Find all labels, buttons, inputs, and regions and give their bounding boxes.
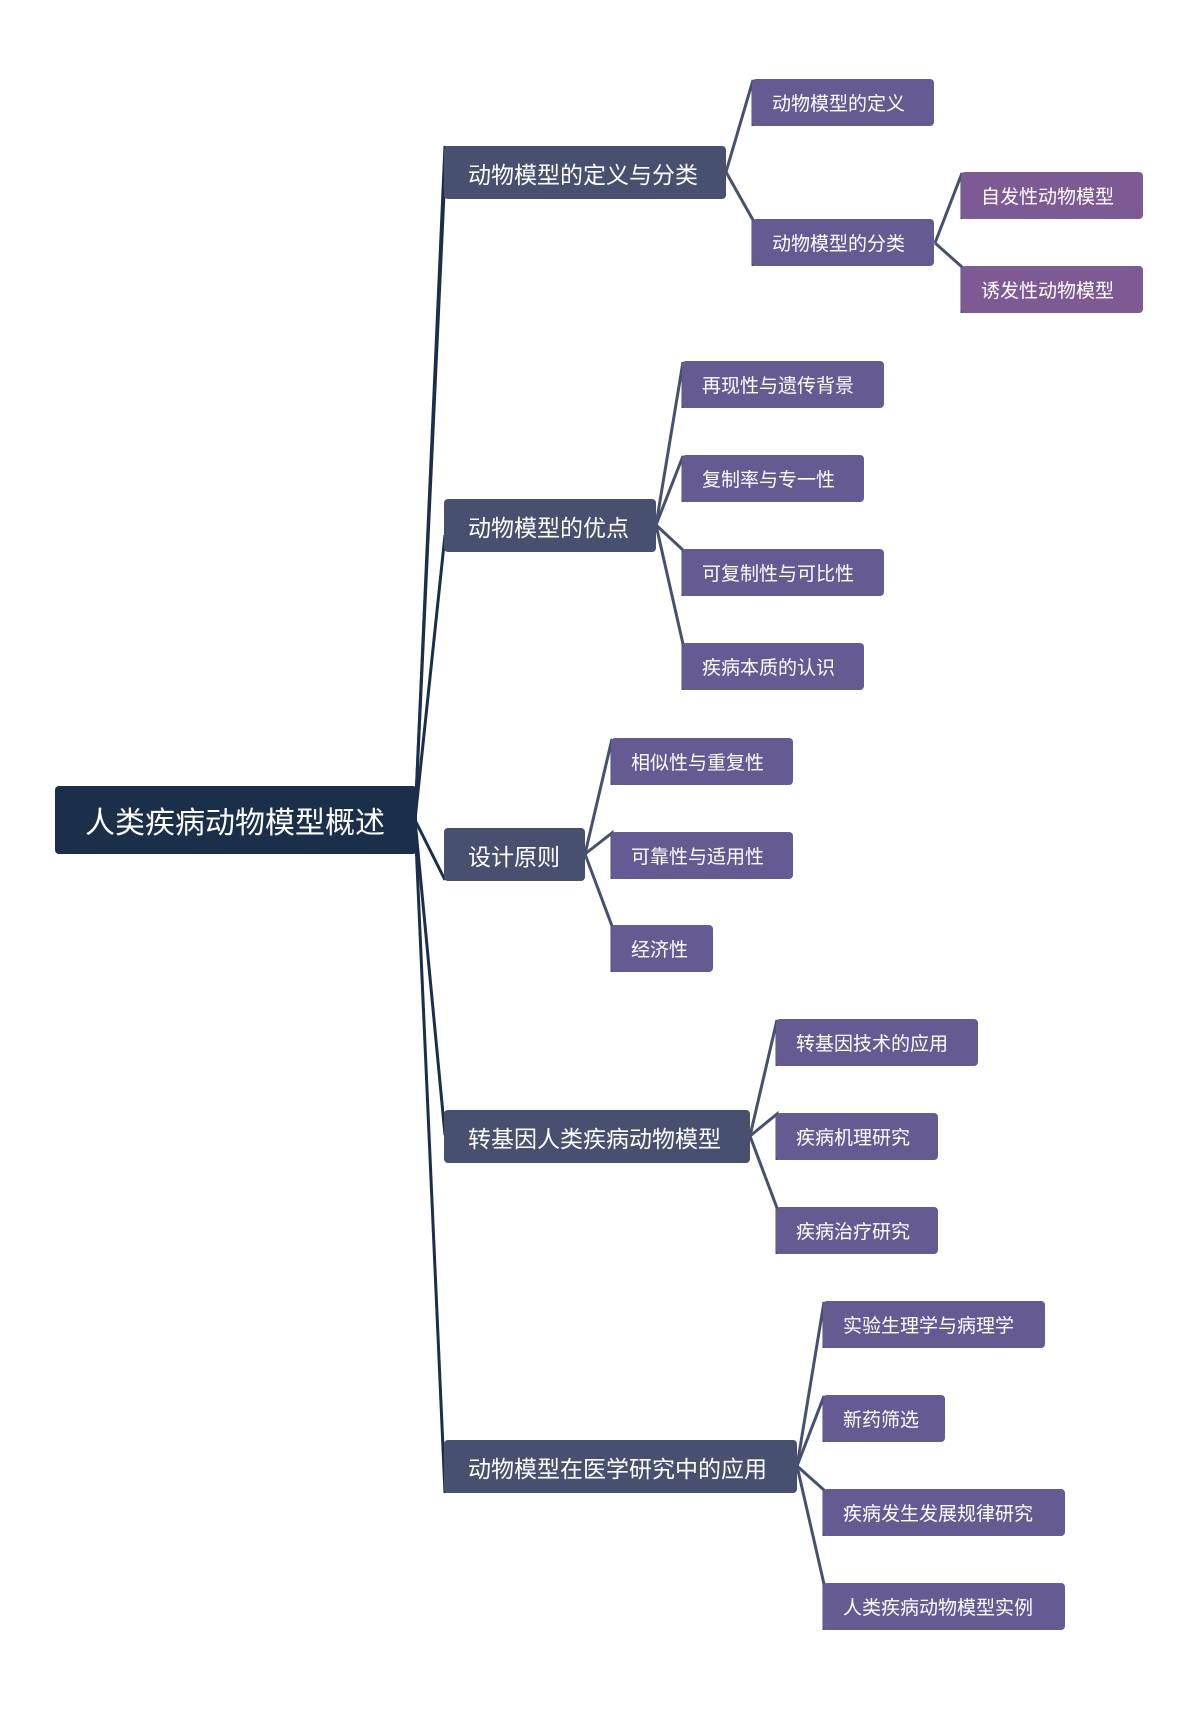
subnode-label: 动物模型的分类: [772, 233, 906, 255]
branch-node-transgenic-models[interactable]: 转基因人类疾病动物模型: [444, 1110, 750, 1163]
subnode-economy[interactable]: 经济性: [611, 925, 713, 972]
branch-label: 动物模型的优点: [468, 515, 629, 542]
subnode-reproducibility-genetics[interactable]: 再现性与遗传背景: [682, 361, 884, 408]
subnode-disease-treatment[interactable]: 疾病治疗研究: [776, 1207, 938, 1254]
subnode-label: 疾病发生发展规律研究: [843, 1503, 1034, 1525]
subnode-drug-screening[interactable]: 新药筛选: [823, 1395, 945, 1442]
subnode-model-examples[interactable]: 人类疾病动物模型实例: [823, 1583, 1065, 1630]
subnode-label: 可靠性与适用性: [631, 846, 765, 868]
subnode-label: 可复制性与可比性: [702, 563, 855, 585]
subnode-similarity-repeatability[interactable]: 相似性与重复性: [611, 738, 793, 785]
subnode-label: 经济性: [631, 939, 689, 961]
subnode-disease-development[interactable]: 疾病发生发展规律研究: [823, 1489, 1065, 1536]
leaf-label: 自发性动物模型: [981, 186, 1115, 208]
subnode-label: 再现性与遗传背景: [702, 375, 855, 397]
subnode-transgenic-technology[interactable]: 转基因技术的应用: [776, 1019, 978, 1066]
root-node[interactable]: 人类疾病动物模型概述: [55, 786, 417, 854]
subnode-reliability-applicability[interactable]: 可靠性与适用性: [611, 832, 793, 879]
subnode-label: 复制率与专一性: [702, 469, 836, 491]
subnode-label: 动物模型的定义: [772, 93, 906, 115]
subnode-label: 人类疾病动物模型实例: [843, 1597, 1034, 1619]
branch-label: 设计原则: [468, 844, 560, 871]
subnode-classification[interactable]: 动物模型的分类: [752, 219, 934, 266]
branch-node-medical-applications[interactable]: 动物模型在医学研究中的应用: [444, 1440, 797, 1493]
subnode-disease-mechanism[interactable]: 疾病机理研究: [776, 1113, 938, 1160]
subnode-label: 转基因技术的应用: [796, 1033, 949, 1055]
branch-label: 转基因人类疾病动物模型: [468, 1126, 721, 1153]
subnode-disease-nature[interactable]: 疾病本质的认识: [682, 643, 864, 690]
leaf-label: 诱发性动物模型: [981, 280, 1115, 302]
subnode-experimental-physiology[interactable]: 实验生理学与病理学: [823, 1301, 1045, 1348]
branch-node-advantages[interactable]: 动物模型的优点: [444, 499, 656, 552]
root-node-label: 人类疾病动物模型概述: [85, 806, 385, 841]
subnode-label: 疾病治疗研究: [796, 1221, 911, 1243]
branch-node-definition-classification[interactable]: 动物模型的定义与分类: [444, 146, 726, 199]
branch-label: 动物模型的定义与分类: [468, 162, 698, 189]
leaf-spontaneous-model[interactable]: 自发性动物模型: [961, 172, 1143, 219]
subnode-label: 疾病机理研究: [796, 1127, 911, 1149]
subnode-label: 新药筛选: [843, 1409, 920, 1431]
subnode-replicability-comparability[interactable]: 可复制性与可比性: [682, 549, 884, 596]
leaf-induced-model[interactable]: 诱发性动物模型: [961, 266, 1143, 313]
subnode-replication-specificity[interactable]: 复制率与专一性: [682, 455, 864, 502]
branch-label: 动物模型在医学研究中的应用: [468, 1456, 767, 1483]
subnode-label: 实验生理学与病理学: [843, 1315, 1015, 1337]
branch-node-design-principles[interactable]: 设计原则: [444, 828, 585, 881]
subnode-definition[interactable]: 动物模型的定义: [752, 79, 934, 126]
subnode-label: 疾病本质的认识: [702, 657, 836, 679]
subnode-label: 相似性与重复性: [631, 752, 765, 774]
